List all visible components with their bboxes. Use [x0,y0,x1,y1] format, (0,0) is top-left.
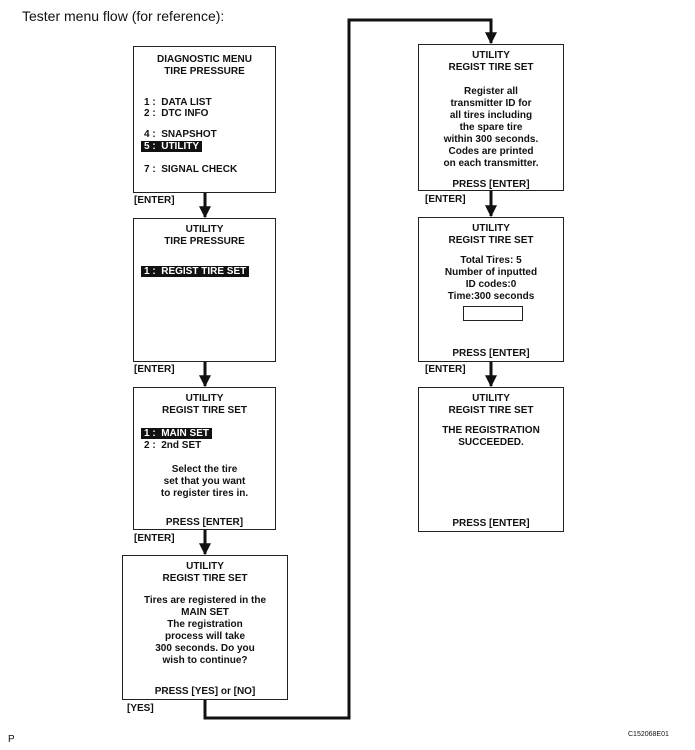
screen-title: UTILITY [186,561,224,572]
screen-select-tire-set: UTILITY REGIST TIRE SET 1 : MAIN SET 2 :… [133,387,276,530]
message-line: The registration [167,619,243,630]
arrow-s4-to-s5 [203,18,497,720]
press-prompt: PRESS [ENTER] [452,348,530,359]
menu-item-signal-check[interactable]: 7 : SIGNAL CHECK [144,164,238,175]
message-line: on each transmitter. [443,158,539,169]
menu-item-utility[interactable]: 5 : UTILITY [141,141,202,152]
footer-figure-code: C152068E01 [628,731,669,738]
screen-title: DIAGNOSTIC MENU [157,54,252,65]
message-line: within 300 seconds. [443,134,539,145]
message-line: SUCCEEDED. [458,437,524,448]
flow-label-enter: [ENTER] [425,364,466,375]
press-prompt: PRESS [YES] or [NO] [154,686,256,697]
screen-subtitle: REGIST TIRE SET [448,62,534,73]
message-line: set that you want [163,476,246,487]
flow-label-enter: [ENTER] [134,533,175,544]
message-line: process will take [164,631,246,642]
screen-title: UTILITY [185,393,224,404]
press-prompt: PRESS [ENTER] [452,518,530,529]
screen-registration-succeeded: UTILITY REGIST TIRE SET THE REGISTRATION… [418,387,564,532]
screen-subtitle: REGIST TIRE SET [448,235,534,246]
id-codes-readout: ID codes:0 [465,279,517,290]
menu-item-2nd-set[interactable]: 2 : 2nd SET [144,440,202,451]
menu-item-dtc-info[interactable]: 2 : DTC INFO [144,108,209,119]
menu-item-data-list[interactable]: 1 : DATA LIST [144,97,212,108]
screen-confirm-registration: UTILITY REGIST TIRE SET Tires are regist… [122,555,288,700]
flow-label-enter: [ENTER] [134,364,175,375]
menu-item-main-set[interactable]: 1 : MAIN SET [141,428,213,439]
screen-title: UTILITY [472,223,510,234]
screen-title: UTILITY [472,393,510,404]
message-line: MAIN SET [181,607,229,618]
menu-item-regist-tire-set[interactable]: 1 : REGIST TIRE SET [141,266,250,277]
footer-page-marker: P [8,734,15,745]
screen-utility-menu: UTILITY TIRE PRESSURE 1 : REGIST TIRE SE… [133,218,276,362]
page-title: Tester menu flow (for reference): [22,8,225,24]
total-tires-readout: Total Tires: 5 [460,255,522,266]
screen-title: UTILITY [185,224,224,235]
screen-register-instructions: UTILITY REGIST TIRE SET Register all tra… [418,44,564,191]
id-input-box [463,306,523,321]
screen-title: UTILITY [472,50,510,61]
message-line: Codes are printed [448,146,534,157]
message-line: THE REGISTRATION [442,425,540,436]
message-line: Register all [464,86,518,97]
press-prompt: PRESS [ENTER] [452,179,530,190]
screen-subtitle: TIRE PRESSURE [164,66,245,77]
screen-subtitle: REGIST TIRE SET [161,405,247,416]
message-line: Select the tire [171,464,238,475]
message-line: to register tires in. [160,488,249,499]
message-line: Tires are registered in the [143,595,267,606]
message-line: all tires including [449,110,533,121]
message-line: wish to continue? [162,655,248,666]
flow-label-enter: [ENTER] [134,195,175,206]
menu-item-snapshot[interactable]: 4 : SNAPSHOT [144,129,217,140]
message-line: transmitter ID for [450,98,532,109]
flow-label-enter: [ENTER] [425,194,466,205]
screen-subtitle: REGIST TIRE SET [162,573,248,584]
screen-registration-status: UTILITY REGIST TIRE SET Total Tires: 5 N… [418,217,564,362]
flow-label-yes: [YES] [127,703,154,714]
screen-subtitle: TIRE PRESSURE [164,236,245,247]
message-line: 300 seconds. Do you [155,643,255,654]
screen-diagnostic-menu: DIAGNOSTIC MENU TIRE PRESSURE 1 : DATA L… [133,46,276,193]
press-prompt: PRESS [ENTER] [165,517,244,528]
timer-readout: Time:300 seconds [447,291,535,302]
message-line: Number of inputted [444,267,538,278]
screen-subtitle: REGIST TIRE SET [448,405,534,416]
message-line: the spare tire [459,122,523,133]
